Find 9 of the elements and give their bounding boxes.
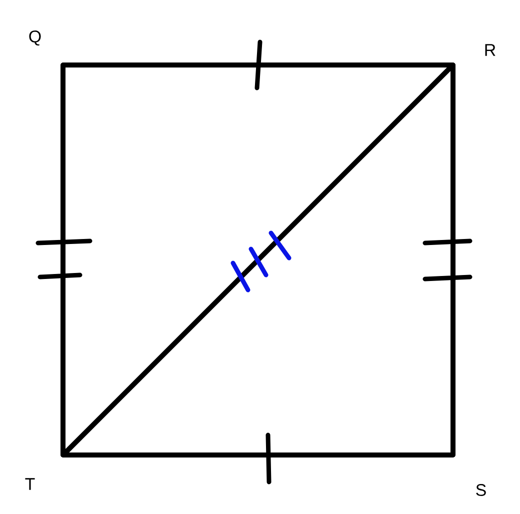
line-segment (450, 62, 456, 458)
vertex-label: T (25, 478, 35, 490)
line-segment (60, 452, 456, 458)
vertex-label: Q (29, 30, 41, 46)
line-segment (60, 62, 66, 458)
vertex-label: S (476, 484, 486, 496)
line-segment (60, 62, 456, 458)
line-segment (60, 62, 456, 68)
vertex-label: R (485, 44, 496, 56)
